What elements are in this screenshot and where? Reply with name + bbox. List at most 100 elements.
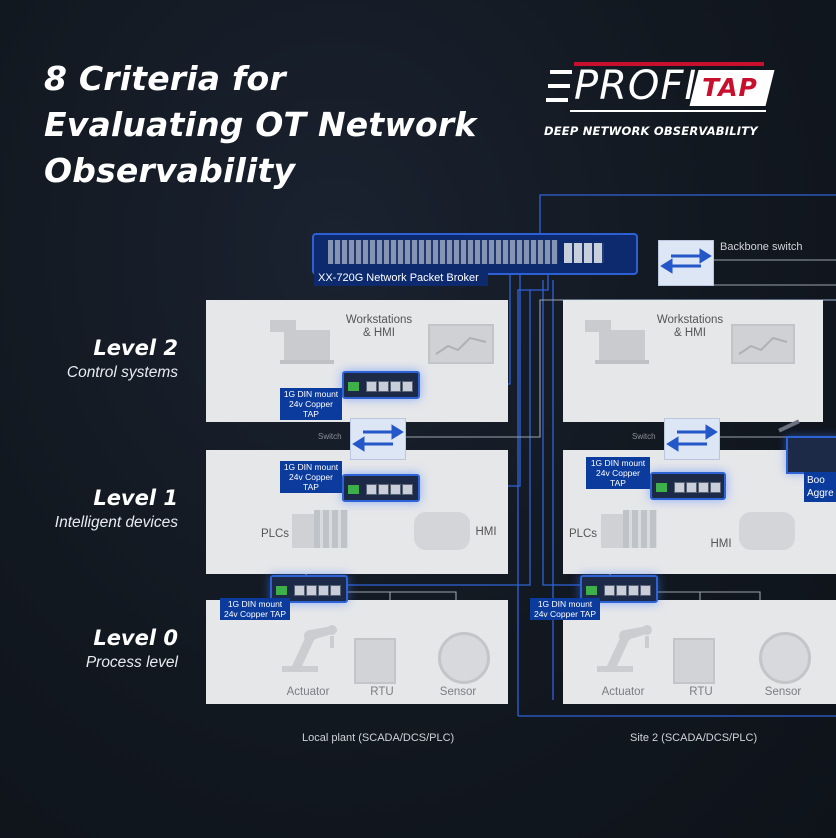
- level-2-subtitle: Control systems: [66, 364, 178, 381]
- plcs-label: PLCs: [568, 528, 598, 540]
- broker-sfp-ports: [564, 243, 604, 263]
- page-title: 8 Criteria for Evaluating OT Network Obs…: [44, 56, 514, 194]
- workstations-label-line2: & HMI: [674, 327, 706, 339]
- sensor-label: Sensor: [439, 686, 477, 698]
- hmi-touch-icon: [739, 512, 795, 550]
- tap-tag-line1: 1G DIN mount: [590, 458, 646, 468]
- title-line-2: Evaluating OT Network: [44, 105, 477, 144]
- workstations-label-line1: Workstations: [345, 314, 413, 326]
- sensor-label: Sensor: [764, 686, 802, 698]
- workstation-monitor-icon: [599, 330, 645, 360]
- chart-line-icon: [435, 336, 487, 355]
- level-0-subtitle: Process level: [85, 654, 178, 671]
- ethernet-port-icon: [640, 585, 651, 596]
- booster-aggregator-device: [786, 436, 836, 474]
- logo-wordmark: PROFI: [574, 63, 698, 109]
- ethernet-port-icon: [390, 381, 401, 392]
- backbone-switch-label: Backbone switch: [720, 241, 803, 253]
- ethernet-port-icon: [698, 482, 709, 493]
- hmi-touch-icon: [414, 512, 470, 550]
- level-0-title: Level 0: [93, 626, 178, 650]
- broker-ports: [328, 240, 558, 264]
- site1-level2-tap-device: [342, 371, 420, 399]
- broker-label: XX-720G Network Packet Broker: [314, 271, 488, 286]
- workstations-label: Workstations & HMI: [645, 314, 735, 340]
- site1-level2-panel: Workstations & HMI: [206, 300, 508, 422]
- workstations-label: Workstations & HMI: [334, 314, 424, 340]
- tap-tag-line2: 24v Copper TAP: [596, 468, 640, 488]
- tap-tag-line1: 1G DIN mount: [283, 462, 339, 472]
- site1-switch: [350, 418, 406, 460]
- ethernet-port-icon: [686, 482, 697, 493]
- logo-underline: [570, 110, 766, 112]
- power-terminal-icon: [348, 485, 359, 494]
- network-packet-broker: [312, 233, 638, 275]
- actuator-label: Actuator: [286, 686, 330, 698]
- ethernet-port-icon: [330, 585, 341, 596]
- ethernet-port-icon: [306, 585, 317, 596]
- hmi-screen-icon: [428, 324, 494, 364]
- ethernet-port-icon: [674, 482, 685, 493]
- workstation-monitor-icon: [284, 330, 330, 360]
- ethernet-port-icon: [366, 484, 377, 495]
- power-terminal-icon: [656, 483, 667, 492]
- switch-arrows-icon: [666, 424, 718, 452]
- site1-level1-tap-device: [342, 474, 420, 502]
- ethernet-port-icon: [402, 381, 413, 392]
- logo-red-bar: [574, 62, 764, 66]
- logo-stripe-icon: [550, 70, 572, 74]
- site2-level0-tap-tag: 1G DIN mount 24v Copper TAP: [530, 598, 600, 620]
- title-line-3: Observability: [44, 151, 296, 190]
- sensor-gauge-icon: [759, 632, 811, 684]
- workstations-label-line1: Workstations: [656, 314, 724, 326]
- logo-stripe-icon: [546, 98, 568, 102]
- power-terminal-icon: [348, 382, 359, 391]
- ethernet-port-icon: [710, 482, 721, 493]
- level-1-title: Level 1: [93, 486, 178, 510]
- site2-level2-panel: Workstations & HMI: [563, 300, 823, 422]
- site2-level0-panel: Actuator RTU Sensor: [563, 600, 836, 704]
- hmi-label: HMI: [710, 538, 732, 550]
- site1-level0-tap-tag: 1G DIN mount 24v Copper TAP: [220, 598, 290, 620]
- power-terminal-icon: [276, 586, 287, 595]
- robot-arm-icon: [282, 625, 337, 672]
- ethernet-port-icon: [294, 585, 305, 596]
- rtu-cabinet-icon: [673, 638, 715, 684]
- hmi-screen-icon: [731, 324, 795, 364]
- power-terminal-icon: [586, 586, 597, 595]
- backbone-switch: [658, 240, 714, 286]
- ethernet-port-icon: [390, 484, 401, 495]
- logo-tagline: DEEP NETWORK OBSERVABILITY: [544, 124, 758, 138]
- level-2-title: Level 2: [93, 336, 178, 360]
- keyboard-icon: [280, 360, 334, 364]
- rtu-label: RTU: [689, 686, 713, 698]
- tap-tag-line2: 24v Copper TAP: [289, 399, 333, 419]
- monitor-icon: [270, 320, 296, 332]
- sensor-gauge-icon: [438, 632, 490, 684]
- workstations-label-line2: & HMI: [363, 327, 395, 339]
- booster-aggregator-tag: Boo Aggre: [804, 472, 836, 502]
- plcs-label: PLCs: [260, 528, 290, 540]
- site1-caption: Local plant (SCADA/DCS/PLC): [302, 732, 455, 744]
- switch-arrows-icon: [352, 424, 404, 452]
- site2-caption: Site 2 (SCADA/DCS/PLC): [630, 732, 758, 744]
- ethernet-port-icon: [378, 484, 389, 495]
- ethernet-port-icon: [628, 585, 639, 596]
- ethernet-port-icon: [378, 381, 389, 392]
- tap-tag-line2: 24v Copper TAP: [289, 472, 333, 492]
- plc-modules-icon: [623, 510, 657, 548]
- profitap-logo: PROFI TAP DEEP NETWORK OBSERVABILITY: [544, 62, 775, 142]
- tap-tag-line1: 1G DIN mount: [283, 389, 339, 399]
- site1-level1-tap-tag: 1G DIN mount 24v Copper TAP: [280, 461, 342, 493]
- site1-switch-label: Switch: [318, 432, 342, 441]
- ethernet-port-icon: [366, 381, 377, 392]
- chart-line-icon: [738, 336, 788, 355]
- ethernet-port-icon: [616, 585, 627, 596]
- tap-tag-line2: 24v Copper TAP: [223, 609, 287, 619]
- tap-tag-line1: 1G DIN mount: [537, 599, 593, 609]
- site1-level2-tap-tag: 1G DIN mount 24v Copper TAP: [280, 388, 342, 420]
- level-1-subtitle: Intelligent devices: [54, 514, 178, 531]
- site2-level1-tap-tag: 1G DIN mount 24v Copper TAP: [586, 457, 650, 489]
- rtu-cabinet-icon: [354, 638, 396, 684]
- site1-level1-panel: PLCs HMI: [206, 450, 508, 574]
